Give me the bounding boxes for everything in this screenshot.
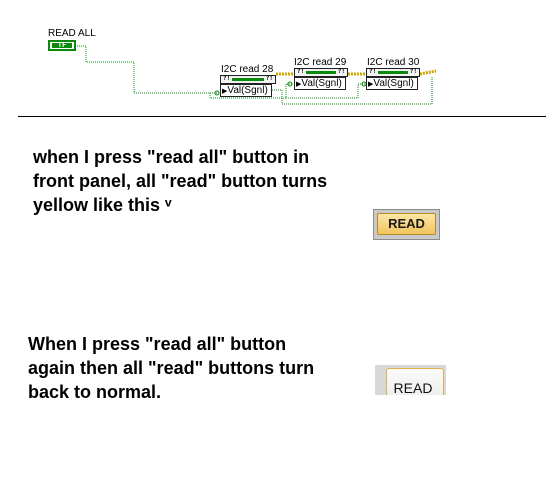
play-arrow-icon: ▶ xyxy=(296,81,302,88)
note-first-line-2: front panel, all "read" button turns xyxy=(33,171,328,191)
note-second-line-1: When I press "read all" button xyxy=(28,334,287,354)
boolean-wire-return xyxy=(272,76,433,105)
wire-junction-2 xyxy=(287,81,293,87)
node-status-bar xyxy=(232,78,264,81)
node-i2c-30-head[interactable]: ?! ?! xyxy=(366,68,420,77)
error-in-icon: ?! xyxy=(369,68,377,75)
error-out-icon: ?! xyxy=(409,68,417,75)
note-first-line-1: when I press "read all" button in xyxy=(33,147,310,167)
note-second: When I press "read all" button again the… xyxy=(28,332,314,404)
boolean-wire-main xyxy=(77,45,218,94)
node-i2c-29-value[interactable]: ▶Val(Sgnl) xyxy=(294,77,346,90)
note-first-line-3: yellow like this ᵛ xyxy=(33,195,172,215)
node-title-i2c-29: I2C read 29 xyxy=(294,57,347,68)
read-button-normal[interactable]: READ xyxy=(375,365,446,395)
block-diagram-wires xyxy=(77,45,437,105)
error-in-icon: ?! xyxy=(223,75,231,82)
node-status-bar xyxy=(306,71,336,74)
node-title-i2c-30: I2C read 30 xyxy=(367,57,420,68)
note-second-line-3: back to normal. xyxy=(28,382,162,402)
value-label: Val(Sgnl) xyxy=(373,78,414,89)
node-i2c-28-value[interactable]: ▶Val(Sgnl) xyxy=(220,84,272,97)
read-all-label: READ ALL xyxy=(48,28,96,39)
node-title-i2c-28: I2C read 28 xyxy=(221,64,274,75)
section-divider xyxy=(18,116,546,117)
error-in-icon: ?! xyxy=(297,68,305,75)
read-button-active-label: READ xyxy=(377,213,436,235)
read-button-normal-label: READ xyxy=(386,368,444,395)
read-button-active[interactable]: READ xyxy=(373,209,440,240)
node-i2c-30-value[interactable]: ▶Val(Sgnl) xyxy=(366,77,418,90)
wire-junction-1 xyxy=(214,90,220,96)
error-wire-3 xyxy=(419,69,437,76)
node-i2c-28-head[interactable]: ?! ?! xyxy=(220,75,276,84)
value-label: Val(Sgnl) xyxy=(227,85,268,96)
play-arrow-icon: ▶ xyxy=(368,81,374,88)
error-out-icon: ?! xyxy=(337,68,345,75)
tf-text: TF xyxy=(52,42,72,49)
play-arrow-icon: ▶ xyxy=(222,88,228,95)
note-second-line-2: again then all "read" buttons turn xyxy=(28,358,315,378)
note-first: when I press "read all" button in front … xyxy=(33,145,327,217)
error-out-icon: ?! xyxy=(265,75,273,82)
node-i2c-29-head[interactable]: ?! ?! xyxy=(294,68,348,77)
node-status-bar xyxy=(378,71,408,74)
read-all-terminal[interactable]: TF xyxy=(48,40,76,51)
value-label: Val(Sgnl) xyxy=(301,78,342,89)
